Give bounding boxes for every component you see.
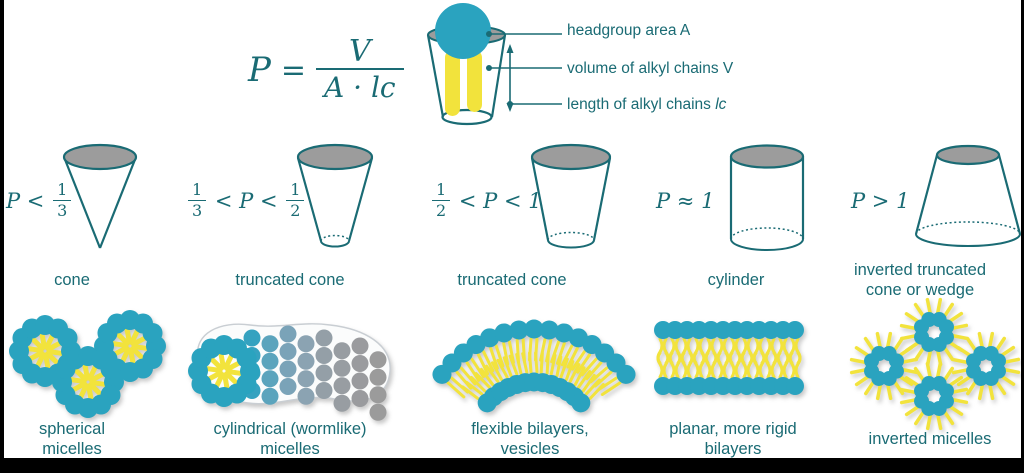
condition-text: < P < [208, 189, 285, 213]
main-formula: P = V A · lc [248, 34, 404, 106]
condition-text: < P < 1 [452, 189, 542, 213]
legend-volume-text: volume of alkyl chains V [567, 60, 734, 77]
condition-text: P ≈ 1 [656, 189, 715, 213]
frame-edge-bottom [0, 458, 1024, 473]
shape-name-5: inverted truncated cone or wedge [853, 261, 987, 300]
cylinder-top-ellipse [729, 144, 805, 169]
legend-length-text: length of alkyl chains [567, 96, 716, 113]
shape-name-1: cone [54, 271, 90, 289]
headgroup-circle [435, 3, 491, 59]
legend-length-var: lc [715, 96, 727, 113]
formula-denominator: A · lc [316, 68, 404, 104]
planar-bilayer-illustration [654, 321, 804, 395]
itc-left-side [914, 154, 939, 235]
cylinder-shape [729, 144, 805, 251]
formula-numerator: V [348, 33, 371, 69]
surfactant-molecule [426, 3, 562, 126]
cylinder-bottom-front-arc [730, 238, 804, 251]
headgroup-leader-dot [486, 31, 492, 37]
tc2-bottom-back-arc [547, 231, 595, 241]
legend-headgroup-area: headgroup area A [567, 22, 690, 40]
itc-bottom-front-arc [915, 233, 1021, 247]
itc-bottom-back-arc [915, 221, 1021, 235]
tc1-bottom-front-arc [320, 240, 350, 248]
shape-name-4: cylinder [707, 271, 765, 289]
itc-right-side [997, 154, 1022, 235]
legend-length: length of alkyl chains lc [567, 96, 726, 114]
wormlike-micelles-illustration [188, 323, 391, 421]
truncated-cone-shape-1 [296, 143, 374, 248]
legend-headgroup-text: headgroup area A [567, 22, 691, 39]
volume-leader-dot [486, 65, 492, 71]
tc1-bottom-back-arc [320, 234, 350, 242]
aggregate-label-3: flexible bilayers, vesicles [471, 420, 589, 459]
alkyl-chain-1 [445, 50, 460, 116]
molecule-right-side [490, 34, 507, 118]
condition-4: P ≈ 1 [656, 176, 714, 226]
tc2-bottom-front-arc [547, 239, 595, 249]
shape-name-3: truncated cone [457, 271, 567, 289]
condition-5: P > 1 [851, 176, 909, 226]
formula-P: P [248, 50, 271, 90]
length-leader-dot [507, 101, 513, 107]
condition-text: P < [6, 189, 52, 213]
tc2-right-side [592, 157, 612, 241]
aggregate-label-5: inverted micelles [868, 430, 992, 448]
frame-edge-left [0, 0, 4, 473]
frame-edge-right [1021, 0, 1024, 473]
tc1-left-side [296, 157, 323, 242]
spherical-micelles-illustration [9, 310, 166, 418]
aggregate-label-4: planar, more rigid bilayers [669, 420, 797, 459]
cone-right-side [98, 156, 138, 249]
cone-shape [62, 143, 138, 249]
inverted-truncated-cone-shape [914, 144, 1022, 247]
shape-name-2: truncated cone [235, 271, 345, 289]
length-arrowhead-top [506, 44, 514, 53]
tc2-top-ellipse [530, 143, 612, 171]
condition-text: P > 1 [851, 189, 910, 213]
truncated-cone-shape-2 [530, 143, 612, 249]
flexible-bilayer-illustration [432, 319, 636, 413]
tc1-top-ellipse [296, 143, 374, 171]
alkyl-chain-2 [467, 50, 482, 112]
cone-top-ellipse [62, 143, 138, 171]
legend-volume: volume of alkyl chains V [567, 60, 733, 78]
aggregate-label-2: cylindrical (wormlike) micelles [213, 420, 367, 459]
inverted-micelles-illustration [849, 297, 1021, 431]
cylinder-bottom-back-arc [730, 227, 804, 240]
tc2-left-side [530, 157, 550, 241]
formula-fraction: V A · lc [316, 36, 404, 105]
cone-left-side [62, 156, 102, 249]
aggregate-label-1: spherical micelles [38, 420, 106, 459]
molecule-left-side [426, 34, 445, 118]
tc1-right-side [347, 157, 374, 242]
itc-top-ellipse [935, 144, 1001, 166]
formula-equals: = [280, 52, 307, 88]
